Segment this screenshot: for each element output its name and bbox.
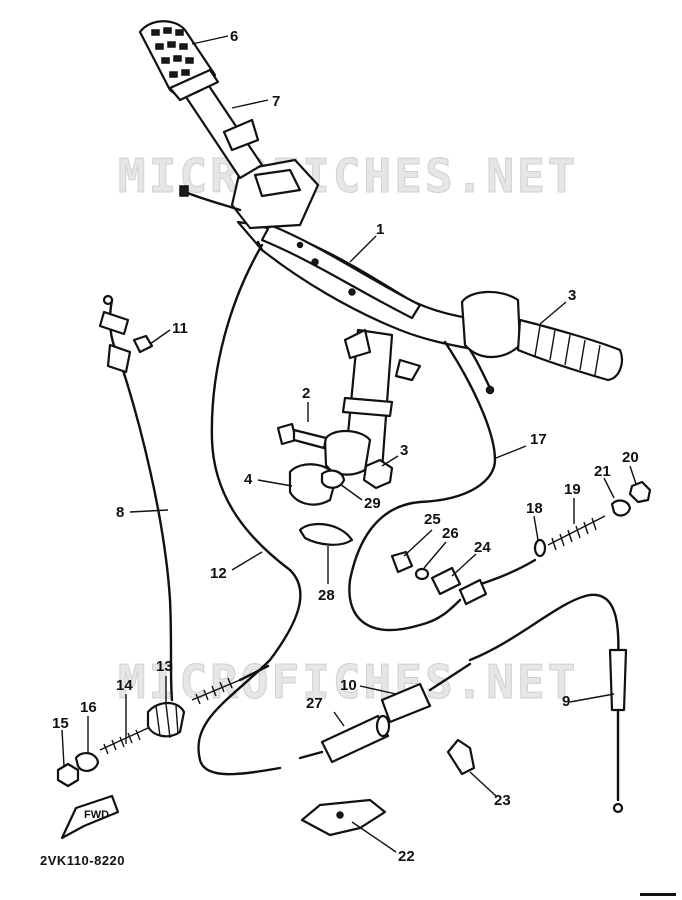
callout-11: 11	[172, 320, 188, 337]
callout-24: 24	[474, 539, 491, 556]
cable-part-9[interactable]	[468, 593, 620, 802]
callout-28: 28	[318, 587, 335, 604]
callout-7: 7	[272, 93, 280, 110]
nut-part-20[interactable]	[628, 480, 652, 504]
washer-part-18[interactable]	[533, 538, 547, 558]
bracket-part-24[interactable]	[430, 558, 537, 606]
callout-19: 19	[564, 481, 581, 498]
callout-27: 27	[306, 695, 323, 712]
cap-part-16[interactable]	[74, 752, 100, 772]
watermark-bottom: MICROFICHES.NET	[118, 655, 578, 709]
callout-2: 2	[302, 385, 310, 402]
bracket-part-22[interactable]	[300, 798, 387, 837]
junction-part-10[interactable]	[380, 662, 472, 724]
washer-part-26[interactable]	[414, 567, 430, 581]
leader-lines	[61, 35, 637, 853]
callout-1: 1	[376, 221, 384, 238]
spacer-part-29[interactable]	[320, 469, 346, 489]
callout-26: 26	[442, 525, 459, 542]
tube-part-27[interactable]	[298, 714, 391, 764]
fwd-arrow-icon: FWD	[60, 794, 120, 840]
throttle-tube-part-7[interactable]	[178, 78, 264, 180]
callout-6: 6	[230, 28, 238, 45]
throttle-cable-part-8[interactable]	[98, 294, 174, 702]
callout-12: 12	[210, 565, 227, 582]
fwd-arrow-label: FWD	[84, 809, 109, 821]
callout-labels: 6 7 1 3 11 2 3 17 20 21 4 29 19 8 18 25 …	[52, 28, 639, 865]
callout-13: 13	[156, 658, 173, 675]
cable-part-12[interactable]	[197, 243, 302, 776]
callout-23: 23	[494, 792, 511, 809]
callout-3-lower: 3	[400, 442, 408, 459]
callout-10: 10	[340, 677, 357, 694]
watermark-top: MICROFICHES.NET	[118, 149, 578, 203]
right-grip[interactable]	[516, 318, 624, 382]
callout-14: 14	[116, 677, 133, 694]
nut-part-3-lower[interactable]	[362, 458, 394, 490]
callout-22: 22	[398, 848, 415, 865]
callout-20: 20	[622, 449, 639, 466]
callout-29: 29	[364, 495, 381, 512]
right-switch-housing-part-3[interactable]	[460, 290, 522, 395]
spring-part-19[interactable]	[547, 515, 606, 551]
cap-part-21[interactable]	[610, 499, 632, 517]
callout-9: 9	[562, 693, 570, 710]
corner-mark	[640, 893, 676, 896]
adjuster-part-13[interactable]	[146, 701, 186, 739]
callout-25: 25	[424, 511, 441, 528]
cable-part-17[interactable]	[348, 340, 497, 632]
callout-4: 4	[244, 471, 253, 488]
clip-part-28[interactable]	[298, 523, 354, 546]
callout-17: 17	[530, 431, 547, 448]
screw-part-11[interactable]	[132, 334, 154, 354]
bolt-part-2[interactable]	[276, 422, 328, 450]
cable-spring	[191, 677, 241, 705]
callout-18: 18	[526, 500, 543, 517]
diagram-code: 2VK110-8220	[40, 853, 125, 868]
callout-21: 21	[594, 463, 611, 480]
callout-16: 16	[80, 699, 97, 716]
nut-part-15[interactable]	[56, 762, 80, 788]
callout-8: 8	[116, 504, 124, 521]
bracket-part-23[interactable]	[446, 738, 476, 776]
left-switch-housing[interactable]	[179, 158, 320, 230]
spring-part-14[interactable]	[99, 727, 149, 755]
callout-15: 15	[52, 715, 69, 732]
callout-3-top: 3	[568, 287, 576, 304]
bolt-part-25[interactable]	[390, 550, 414, 574]
left-grip-part-6[interactable]	[138, 20, 220, 102]
